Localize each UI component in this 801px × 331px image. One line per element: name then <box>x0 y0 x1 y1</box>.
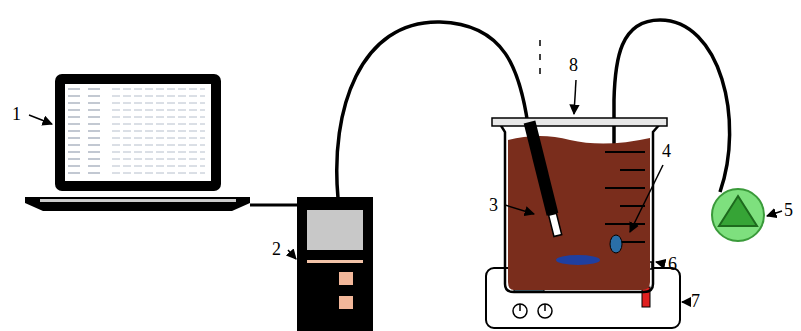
callout-number: 1 <box>12 105 21 123</box>
stirrer-knob <box>513 304 527 318</box>
laptop-keyboard <box>40 199 236 202</box>
callout-number: 2 <box>272 240 281 258</box>
tube-tip <box>610 235 622 253</box>
pump-symbol <box>719 196 757 226</box>
callout-number: 7 <box>691 292 700 310</box>
callout-number: 5 <box>784 201 793 219</box>
leader-arrows <box>29 80 782 302</box>
usb-cable <box>250 204 298 207</box>
stir-bar <box>556 255 600 265</box>
callout-number: 3 <box>489 196 498 214</box>
graduation-marks <box>605 152 645 242</box>
laptop-display <box>65 84 211 181</box>
laptop-base <box>25 197 250 211</box>
logger-button <box>339 272 353 285</box>
callout-number: 4 <box>662 142 671 160</box>
logger-screen <box>307 210 363 250</box>
callout-number: 8 <box>569 56 578 74</box>
probe-cable <box>337 22 528 198</box>
knob-mark <box>544 304 546 311</box>
laptop-screen <box>55 74 221 191</box>
beaker-lid <box>492 118 667 126</box>
pump <box>712 189 764 241</box>
probe <box>524 121 564 237</box>
dashed-line <box>539 40 541 75</box>
callout-number: 6 <box>668 255 677 273</box>
knob-mark <box>519 304 521 311</box>
logger-strip <box>307 260 363 263</box>
stirrer-knob <box>538 304 552 318</box>
data-logger <box>297 197 373 331</box>
data-table <box>68 89 205 173</box>
beaker <box>500 124 660 292</box>
logger-button <box>339 296 353 309</box>
